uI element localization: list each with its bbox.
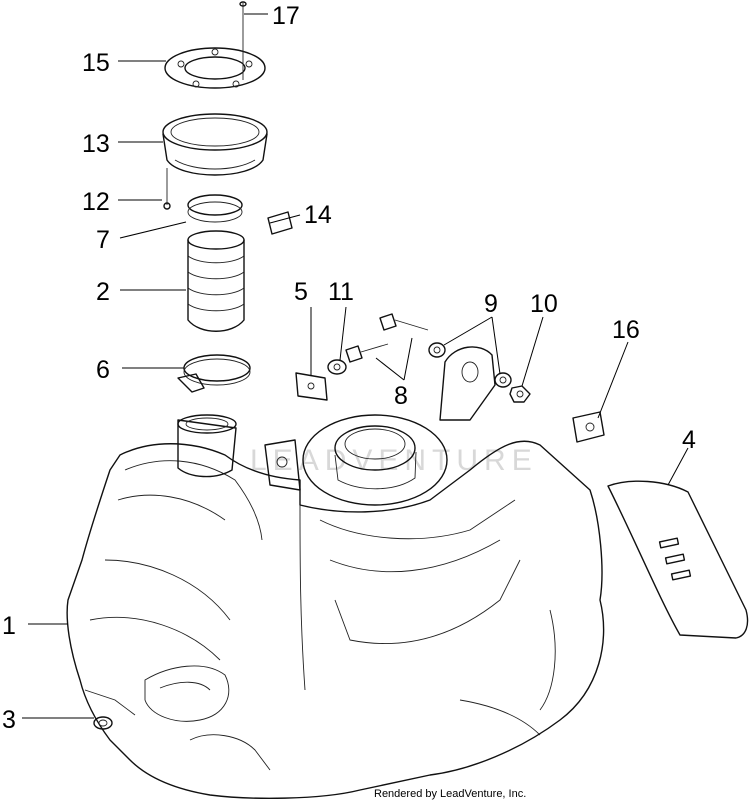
hose-band-drawing (187, 194, 243, 223)
callout-6: 6 (96, 356, 110, 384)
leader-lines (22, 13, 689, 719)
callout-11: 11 (328, 278, 354, 306)
retaining-ring-drawing (164, 47, 266, 89)
callout-7: 7 (96, 226, 110, 254)
callout-15: 15 (82, 49, 110, 77)
callout-14: 14 (304, 201, 332, 229)
callout-1: 1 (2, 612, 16, 640)
callout-12: 12 (82, 188, 110, 216)
callout-8: 8 (394, 382, 408, 410)
watermark: LEADVENTURE (250, 444, 538, 477)
callout-5: 5 (294, 278, 308, 306)
filler-cup-drawing (162, 113, 268, 176)
callout-4: 4 (682, 426, 696, 454)
callout-13: 13 (82, 130, 110, 158)
callout-17: 17 (272, 2, 300, 30)
hose-clamp-drawing (177, 354, 251, 393)
filler-hose-drawing (187, 230, 245, 332)
callout-3: 3 (2, 706, 16, 734)
bolt-drawing (345, 313, 429, 363)
clip-drawing (267, 211, 293, 235)
pad-drawing (607, 480, 749, 639)
callout-16: 16 (612, 316, 640, 344)
credit-text: Rendered by LeadVenture, Inc. (374, 788, 526, 800)
grommet-drawing (93, 716, 113, 730)
callout-9: 9 (484, 290, 498, 318)
fuel-tank-drawing (66, 346, 605, 799)
callout-10: 10 (530, 290, 558, 318)
callout-2: 2 (96, 278, 110, 306)
